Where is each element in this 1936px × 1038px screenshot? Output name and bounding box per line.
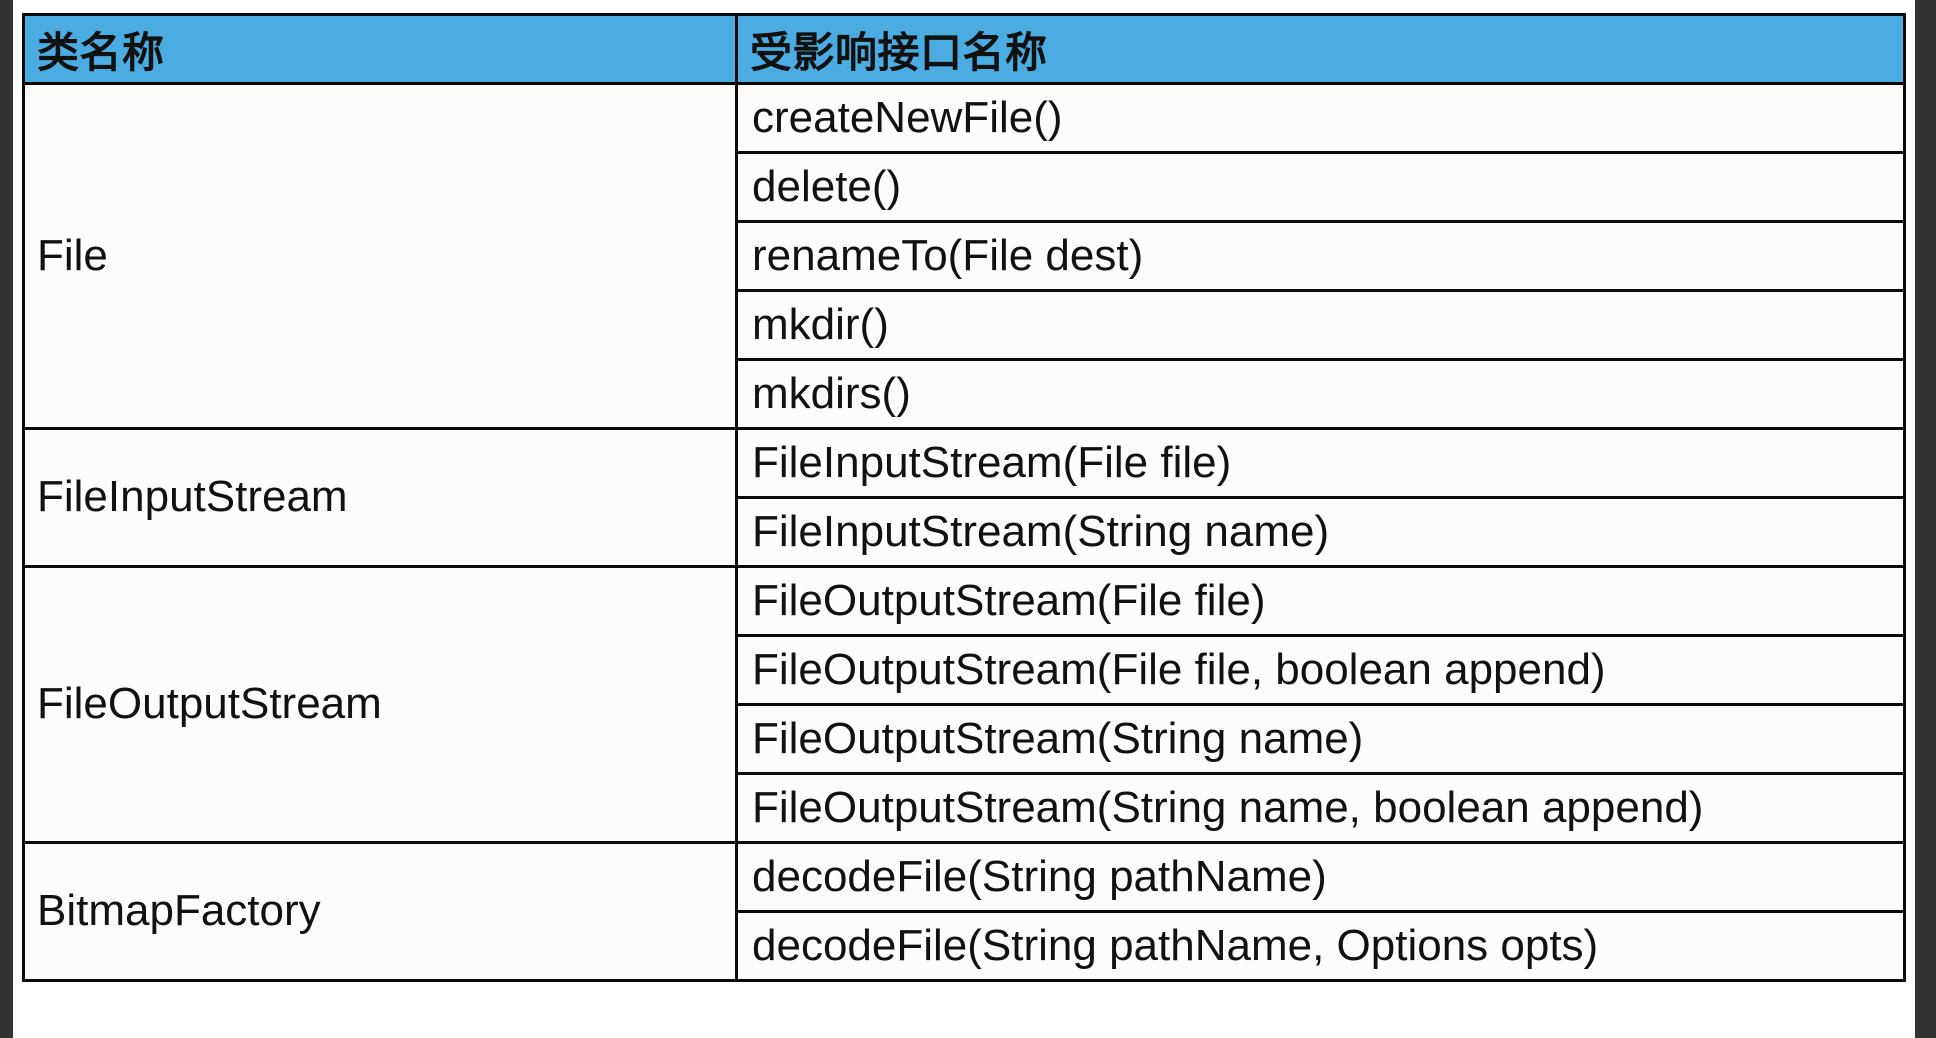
affected-interface-cell: FileOutputStream(String name, boolean ap… [735, 772, 1906, 844]
table-header: 类名称 受影响接口名称 [22, 13, 1906, 85]
affected-interface-cell: decodeFile(String pathName) [735, 841, 1906, 913]
table-row: delete() [24, 151, 1906, 223]
affected-interface-cell: FileOutputStream(File file) [735, 565, 1906, 637]
affected-interface-cell: createNewFile() [735, 82, 1906, 154]
table-row: decodeFile(String pathName, Options opts… [24, 910, 1906, 982]
table-row: FileOutputStream(String name) [24, 703, 1906, 775]
class-name-cell: FileInputStream [22, 427, 738, 568]
table-row: FileInputStream(String name) [24, 496, 1906, 568]
header-cell-class-name: 类名称 [22, 13, 738, 85]
table-row: renameTo(File dest) [24, 220, 1906, 292]
table-row: FileOutputStream(File file, boolean appe… [24, 634, 1906, 706]
affected-interface-cell: FileInputStream(File file) [735, 427, 1906, 499]
header-cell-affected-interface-name: 受影响接口名称 [735, 13, 1906, 85]
class-name-cell: File [22, 82, 738, 430]
affected-interface-cell: FileInputStream(String name) [735, 496, 1906, 568]
table-row: FileOutputStream(String name, boolean ap… [24, 772, 1906, 844]
class-name-cell: BitmapFactory [22, 841, 738, 982]
affected-interface-cell: mkdirs() [735, 358, 1906, 430]
left-edge-band [0, 0, 13, 1038]
table-row: mkdirs() [24, 358, 1906, 430]
affected-interface-cell: mkdir() [735, 289, 1906, 361]
table-row: mkdir() [24, 289, 1906, 361]
header-row: 类名称 受影响接口名称 [22, 13, 1906, 85]
affected-interface-cell: FileOutputStream(File file, boolean appe… [735, 634, 1906, 706]
affected-interface-cell: decodeFile(String pathName, Options opts… [735, 910, 1906, 982]
affected-interface-cell: FileOutputStream(String name) [735, 703, 1906, 775]
class-name-cell: FileOutputStream [22, 565, 738, 844]
clipped-text-line-above-table [70, 0, 1890, 7]
affected-interface-cell: delete() [735, 151, 1906, 223]
right-edge-band [1915, 0, 1936, 1038]
affected-interface-cell: renameTo(File dest) [735, 220, 1906, 292]
